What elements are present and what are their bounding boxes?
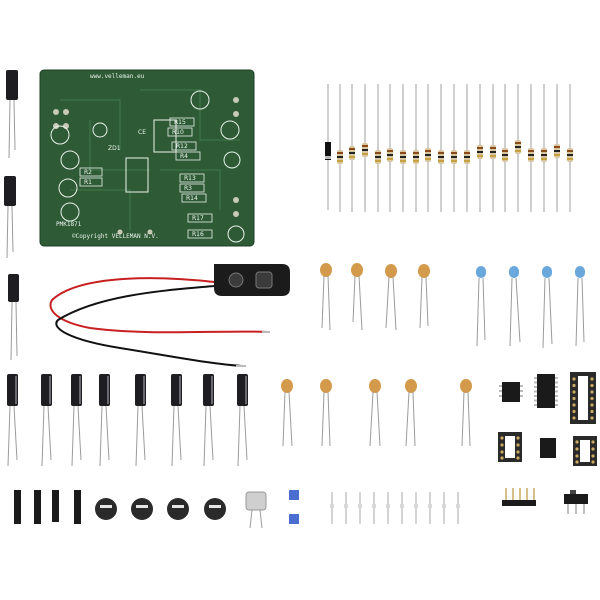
resistor xyxy=(554,84,560,212)
electret-microphone xyxy=(245,491,267,529)
resistor xyxy=(438,84,444,212)
jumpers xyxy=(289,490,299,524)
blue-leds xyxy=(476,266,585,349)
ceramic-capacitors-middle xyxy=(281,379,472,447)
diode xyxy=(325,84,331,210)
svg-text:R1: R1 xyxy=(84,179,92,186)
solder-pin xyxy=(344,492,348,524)
resistor-row xyxy=(337,84,573,212)
solder-pin xyxy=(442,492,446,524)
resistor xyxy=(400,84,406,212)
resistor xyxy=(451,84,457,212)
svg-text:R15: R15 xyxy=(174,119,186,126)
svg-text:R12: R12 xyxy=(176,143,188,150)
rubber-feet xyxy=(14,490,81,524)
resistor xyxy=(502,84,508,212)
resistor xyxy=(464,84,470,212)
pcb-board: R15 R10 R12 R4 R13 R3 R14 R17 R16 R2 R1 … xyxy=(39,69,255,247)
electrolytic-capacitor xyxy=(7,374,18,467)
svg-text:R2: R2 xyxy=(84,169,92,176)
electrolytic-capacitor-row xyxy=(7,374,248,467)
svg-text:R16: R16 xyxy=(192,231,204,238)
resistor xyxy=(528,84,534,212)
svg-text:R17: R17 xyxy=(192,215,204,222)
ic-14pin xyxy=(534,374,558,408)
resistor xyxy=(362,84,368,212)
resistor xyxy=(413,84,419,212)
ceramic-capacitors-top xyxy=(320,263,430,331)
battery-clip xyxy=(49,264,290,367)
svg-text:R10: R10 xyxy=(172,129,184,136)
resistor xyxy=(375,84,381,212)
electrolytic-capacitor xyxy=(71,374,82,467)
electrolytic-capacitor xyxy=(171,374,182,467)
resistor xyxy=(349,84,355,212)
svg-text:CE: CE xyxy=(138,129,146,136)
pcb-model: PMK1871 xyxy=(56,221,82,228)
ic-8pin xyxy=(499,382,523,402)
svg-text:R4: R4 xyxy=(180,153,188,160)
electrolytic-capacitor xyxy=(41,374,52,467)
solder-pin xyxy=(372,492,376,524)
resistor xyxy=(515,84,521,212)
electrolytic-capacitor xyxy=(237,374,248,467)
electrolytic-capacitor xyxy=(135,374,146,467)
slide-switch xyxy=(564,490,588,514)
svg-text:R13: R13 xyxy=(184,175,196,182)
resistor xyxy=(541,84,547,212)
ic-socket-8pin-right xyxy=(573,436,597,466)
resistor xyxy=(387,84,393,212)
resistor xyxy=(490,84,496,212)
ic-8pin-small xyxy=(540,438,556,458)
resistor xyxy=(425,84,431,212)
solder-pin xyxy=(330,492,334,524)
ic-socket-14pin xyxy=(570,372,596,424)
resistor xyxy=(477,84,483,212)
electrolytic-capacitor xyxy=(203,374,214,467)
pins-row xyxy=(330,492,460,524)
electrolytic-capacitor-left-column xyxy=(4,70,19,361)
svg-text:ZD1: ZD1 xyxy=(108,145,121,152)
electrolytic-capacitor xyxy=(99,374,110,467)
trimmer-potentiometers xyxy=(95,498,226,520)
pcb-copyright: ©Copyright VELLEMAN N.V. xyxy=(72,233,159,240)
solder-pin xyxy=(456,492,460,524)
pin-header xyxy=(502,488,536,506)
resistor xyxy=(567,84,573,212)
solder-pin xyxy=(400,492,404,524)
ic-socket-8pin xyxy=(498,432,522,462)
solder-pin xyxy=(428,492,432,524)
solder-pin xyxy=(414,492,418,524)
svg-text:R14: R14 xyxy=(186,195,198,202)
solder-pin xyxy=(386,492,390,524)
svg-text:R3: R3 xyxy=(184,185,192,192)
resistor xyxy=(337,84,343,212)
solder-pin xyxy=(358,492,362,524)
pcb-url: www.velleman.eu xyxy=(90,73,145,80)
